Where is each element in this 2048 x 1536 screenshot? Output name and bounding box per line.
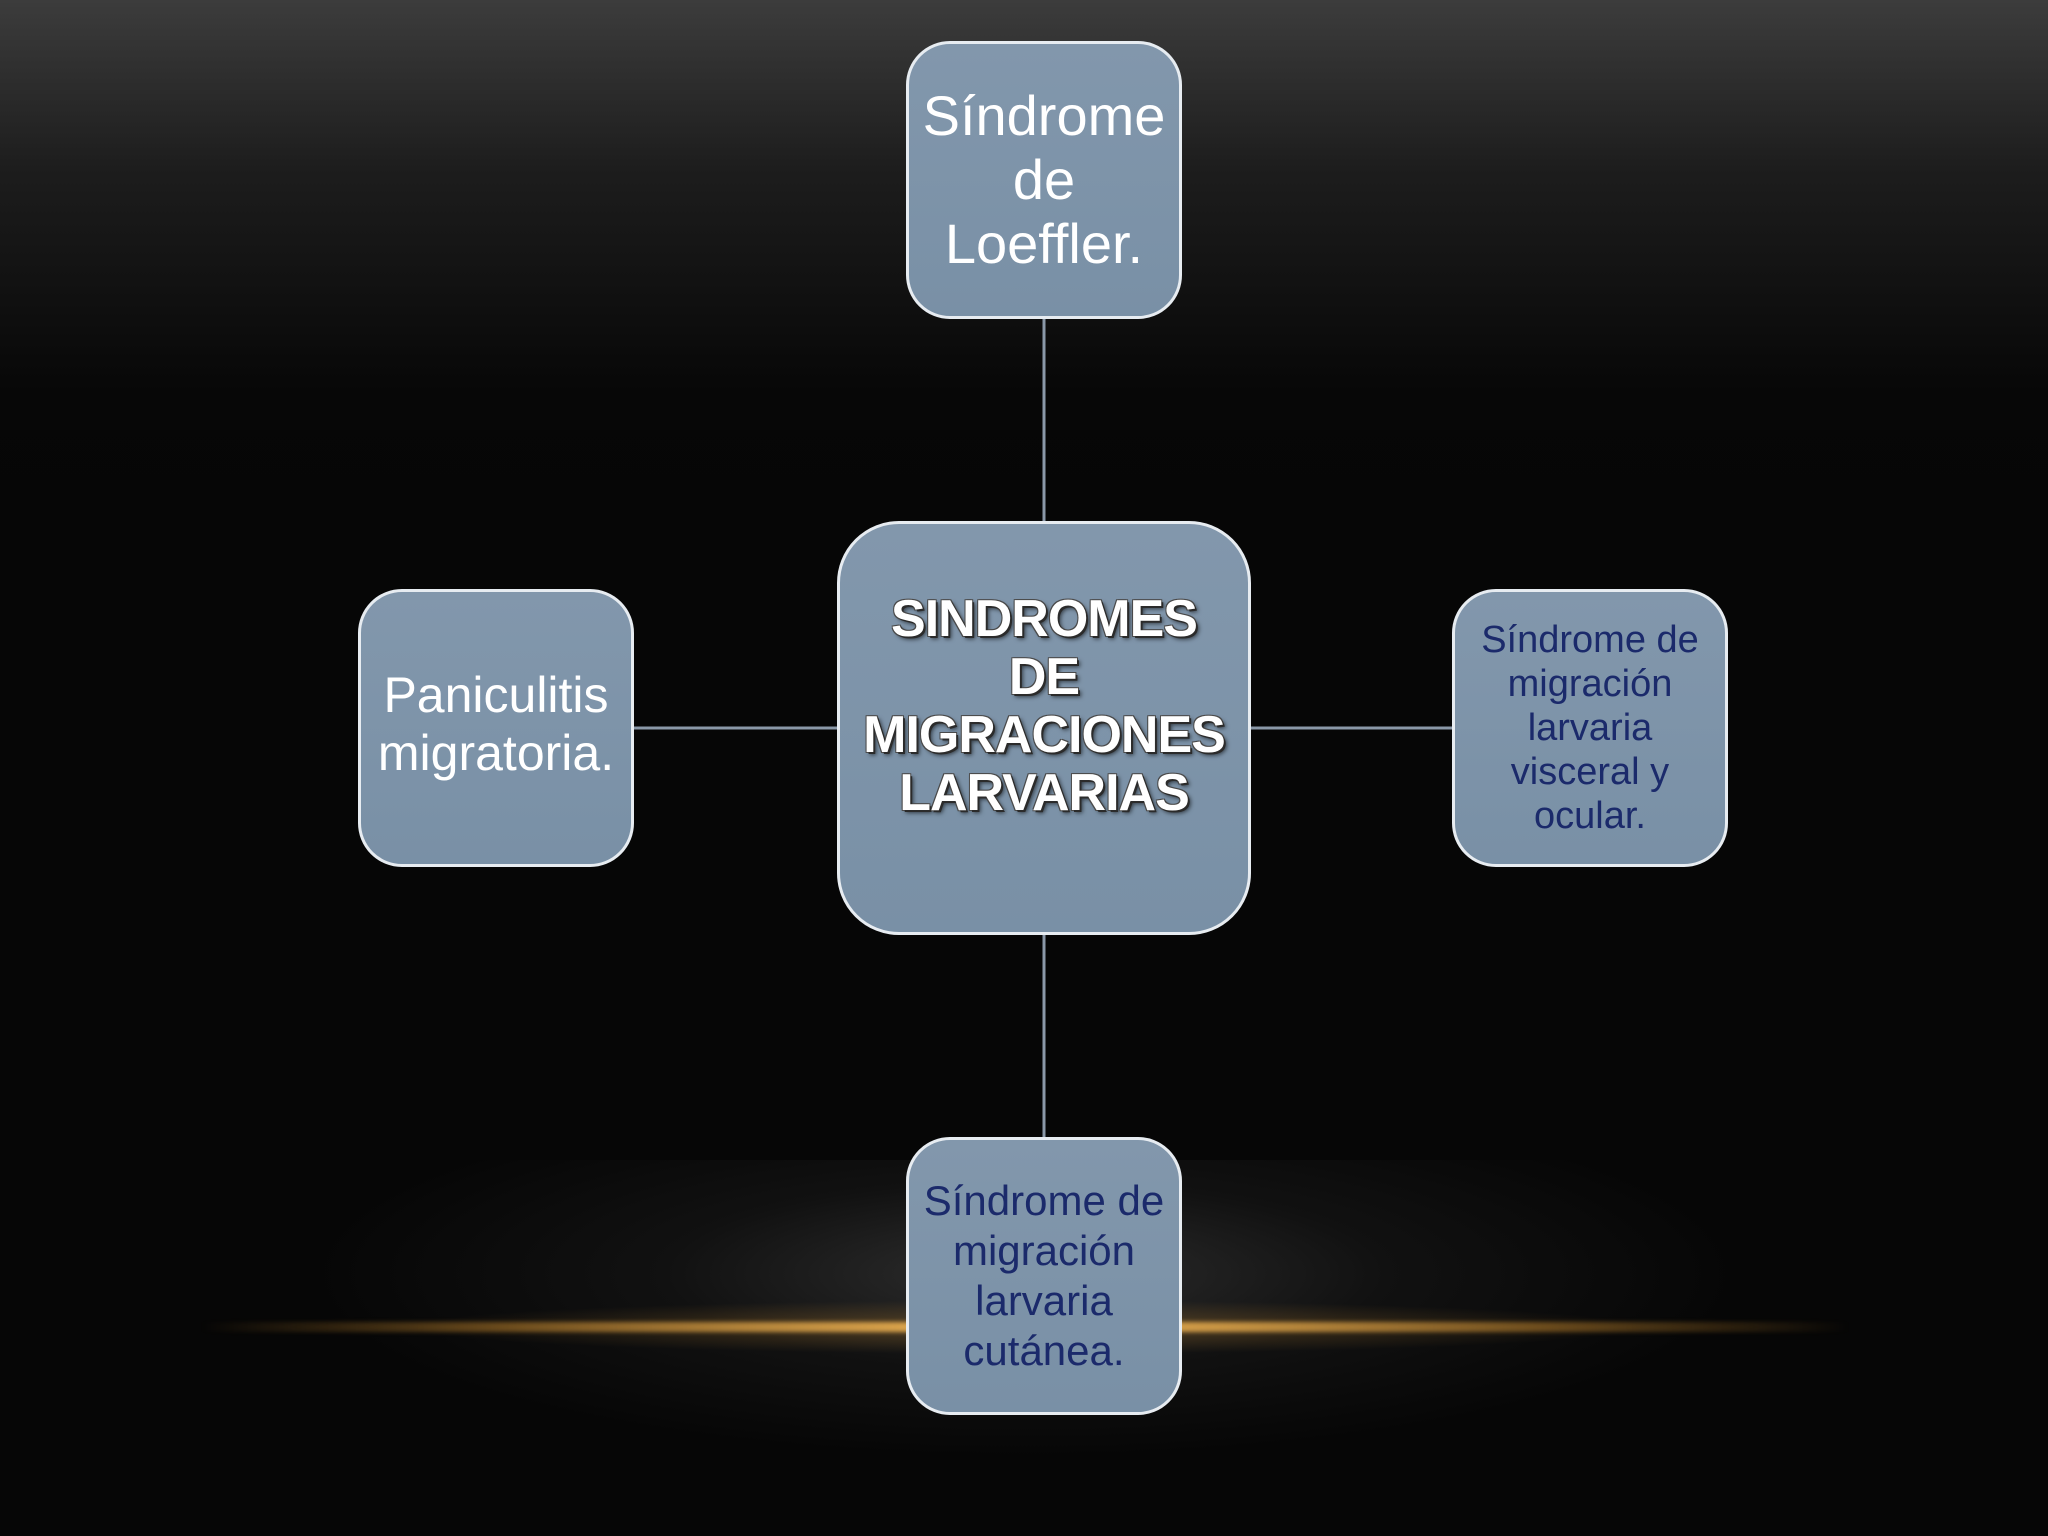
node-label: Paniculitis migratoria.	[377, 667, 615, 781]
center-label: SINDROMES DE MIGRACIONES LARVARIAS	[863, 590, 1226, 822]
node-sindrome-loeffler: Síndrome de Loeffler.	[906, 41, 1182, 319]
node-migracion-cutanea: Síndrome de migración larvaria cutánea.	[906, 1137, 1182, 1415]
node-migracion-visceral-ocular: Síndrome de migración larvaria visceral …	[1452, 589, 1728, 867]
node-paniculitis-migratoria: Paniculitis migratoria.	[358, 589, 634, 867]
node-label: Síndrome de Loeffler.	[922, 84, 1166, 275]
node-label: Síndrome de migración larvaria cutánea.	[923, 1177, 1165, 1374]
node-center-sindromes: SINDROMES DE MIGRACIONES LARVARIAS	[837, 521, 1251, 935]
node-label: Síndrome de migración larvaria visceral …	[1481, 619, 1699, 837]
